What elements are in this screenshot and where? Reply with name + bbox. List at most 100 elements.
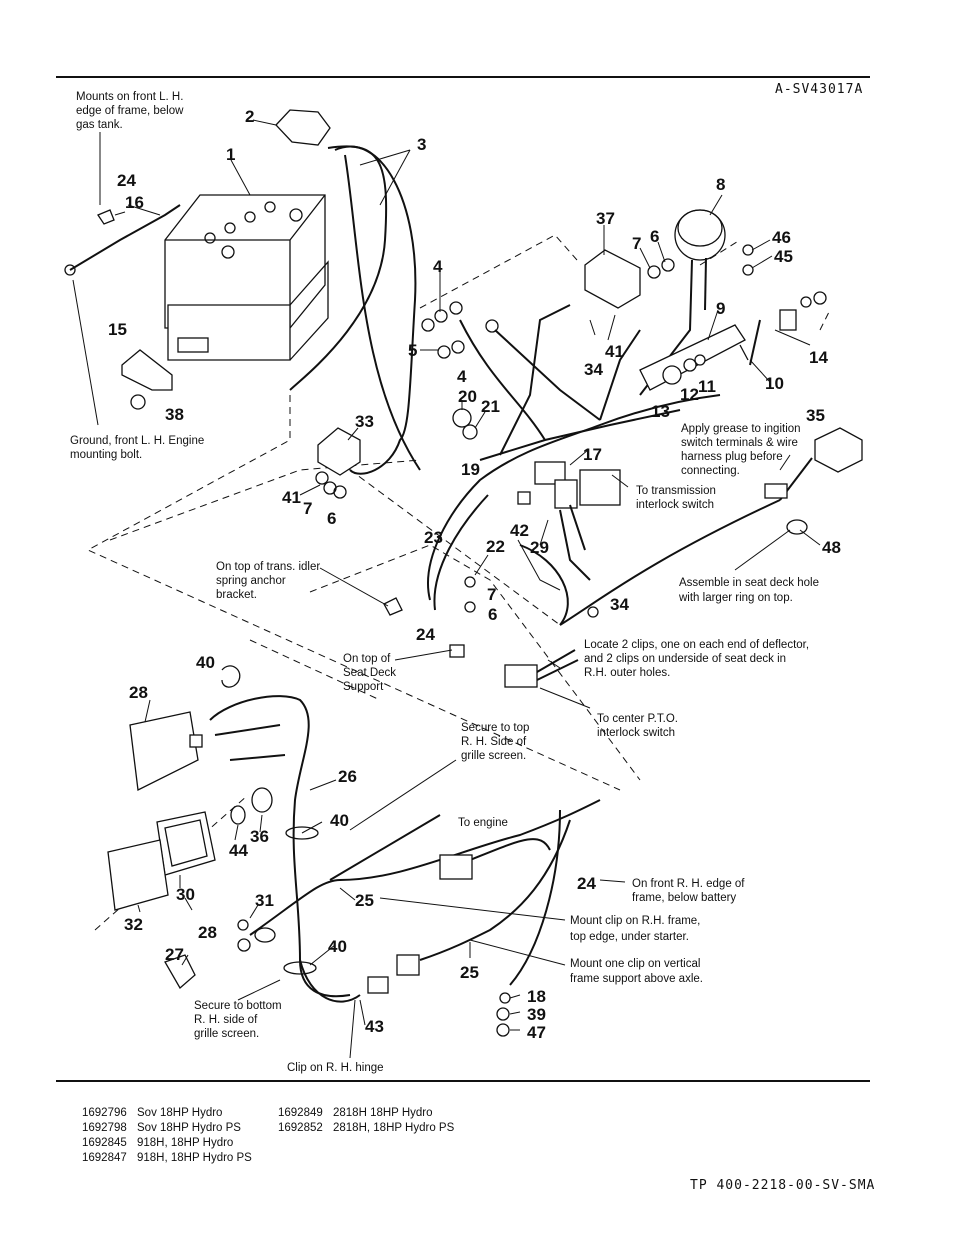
model-row: 1692845 918H, 18HP Hydro [82, 1136, 252, 1151]
part-number: 9 [716, 299, 725, 318]
model-number: 1692796 [82, 1107, 127, 1119]
part-numbers: 1 2 3 24 16 15 38 8 37 7 6 46 45 4 9 5 4… [108, 107, 841, 1042]
model-name: 918H, 18HP Hydro [137, 1137, 234, 1149]
part-number: 7 [303, 499, 312, 518]
part-number: 18 [527, 987, 546, 1006]
part-number: 36 [250, 827, 269, 846]
part-number: 43 [365, 1017, 384, 1036]
ignition-panel [639, 324, 749, 391]
part-number: 5 [408, 341, 417, 360]
part-number: 26 [338, 767, 357, 786]
part-number: 34 [584, 360, 603, 379]
part-number: 4 [433, 257, 443, 276]
part-number: 44 [229, 841, 248, 860]
part-number: 25 [355, 891, 374, 910]
model-number: 1692798 [82, 1122, 127, 1134]
note-trans-idler: On top of trans. idler spring anchor bra… [216, 561, 323, 601]
part-number: 21 [481, 397, 500, 416]
part-number: 40 [196, 653, 215, 672]
connector-14 [749, 291, 827, 366]
part-number: 16 [125, 193, 144, 212]
note-transmission: To transmission interlock switch [636, 485, 719, 511]
footer-code: TP 400-2218-00-SV-SMA [690, 1178, 876, 1193]
model-name: 918H, 18HP Hydro PS [137, 1152, 252, 1164]
part-number: 45 [774, 247, 793, 266]
top-rule [56, 76, 870, 78]
part-number: 24 [416, 625, 435, 644]
part-number: 4 [457, 367, 467, 386]
terminal-boot [275, 109, 331, 146]
model-name: Sov 18HP Hydro [137, 1107, 223, 1119]
part-number: 11 [698, 377, 716, 396]
note-grille-bottom: Secure to bottom R. H. side of grille sc… [194, 1000, 285, 1040]
part-number: 7 [632, 234, 641, 253]
headlight-assembly [107, 695, 351, 998]
part-number: 12 [680, 385, 699, 404]
model-row: 1692847 918H, 18HP Hydro PS [82, 1151, 252, 1166]
bolt [130, 394, 146, 410]
model-row: 1692796 Sov 18HP Hydro [82, 1106, 252, 1121]
model-name: 2818H, 18HP Hydro PS [333, 1122, 455, 1134]
model-number: 1692847 [82, 1152, 127, 1164]
part-number: 33 [355, 412, 374, 431]
battery [164, 194, 329, 361]
part-number: 40 [328, 937, 347, 956]
starter-solenoid [317, 427, 361, 476]
tie-clip [221, 665, 241, 688]
part-number: 41 [605, 342, 624, 361]
clip [383, 597, 403, 616]
model-number: 1692845 [82, 1137, 127, 1149]
part-number: 35 [806, 406, 825, 425]
hold-down-bracket [121, 349, 173, 391]
part-number: 13 [651, 402, 670, 421]
leader-lines [72, 119, 821, 1059]
part-number: 28 [129, 683, 148, 702]
part-number: 30 [176, 885, 195, 904]
model-number: 1692852 [278, 1122, 323, 1134]
note-seat-deck-hole: Assemble in seat deck hole with larger r… [678, 577, 822, 604]
model-row: 1692849 2818H 18HP Hydro [278, 1106, 454, 1121]
notes: Mounts on front L. H. edge of frame, bel… [70, 91, 822, 1074]
part-number: 47 [527, 1023, 546, 1042]
part-number: 24 [577, 874, 596, 893]
part-number: 22 [486, 537, 505, 556]
part-number: 6 [488, 605, 497, 624]
lower-harness [164, 799, 601, 1003]
part-number: 32 [124, 915, 143, 934]
part-number: 23 [424, 528, 443, 547]
hardware [315, 244, 754, 1037]
model-name: 2818H 18HP Hydro [333, 1107, 433, 1119]
part-number: 6 [327, 509, 336, 528]
part-number: 37 [596, 209, 615, 228]
note-grille-top: Secure to top R. H. Side of grille scree… [461, 722, 533, 762]
part-number: 3 [417, 135, 426, 154]
model-list-right: 1692849 2818H 18HP Hydro 1692852 2818H, 18… [278, 1106, 454, 1136]
part-number: 17 [583, 445, 602, 464]
part-number: 38 [165, 405, 184, 424]
note-clips: Locate 2 clips, one on each end of defle… [584, 639, 812, 679]
model-row: 1692852 2818H, 18HP Hydro PS [278, 1121, 454, 1136]
part-number: 25 [460, 963, 479, 982]
note-front-rh: On front R. H. edge of frame, below batt… [632, 878, 748, 904]
part-number: 31 [255, 891, 274, 910]
part-number: 1 [226, 145, 235, 164]
part-number: 14 [809, 348, 828, 367]
part-number: 40 [330, 811, 349, 830]
part-number: 29 [530, 538, 549, 557]
part-number: 41 [282, 488, 301, 507]
seat-plug [764, 483, 788, 499]
part-number: 39 [527, 1005, 546, 1024]
part-number: 7 [487, 585, 496, 604]
part-number: 8 [716, 175, 725, 194]
seat-switch [814, 427, 863, 473]
part-number: 10 [765, 374, 784, 393]
part-number: 28 [198, 923, 217, 942]
note-grease: Apply grease to ingition switch terminal… [681, 423, 804, 477]
grommet [786, 519, 808, 535]
part-number: 46 [772, 228, 791, 247]
ground-cable [64, 204, 181, 276]
clip [449, 644, 465, 658]
model-number: 1692849 [278, 1107, 323, 1119]
